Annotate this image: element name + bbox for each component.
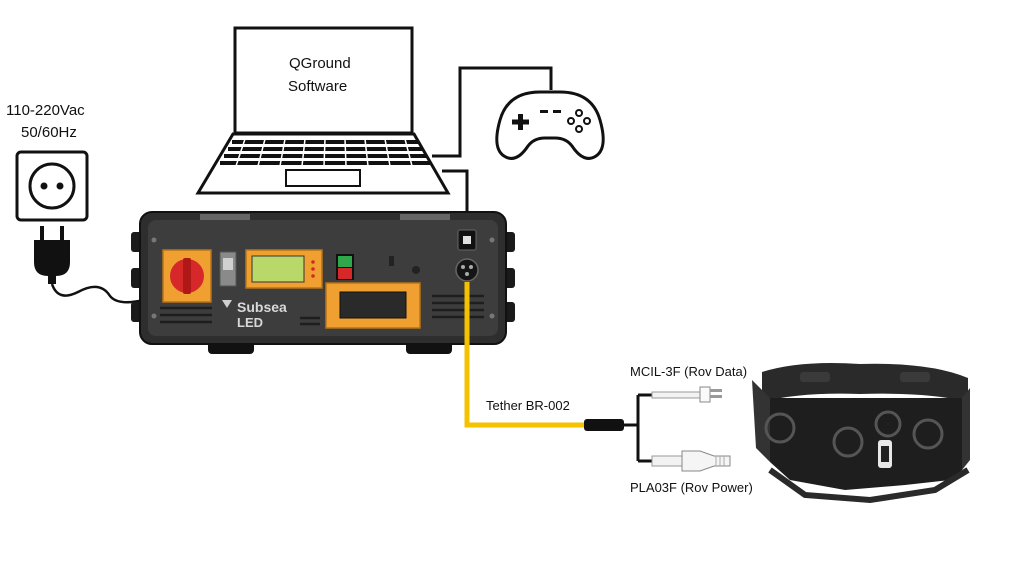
frequency-label: 50/60Hz xyxy=(21,124,77,141)
power-connector-icon xyxy=(651,450,731,472)
rov-icon xyxy=(752,363,970,504)
tether-splitter xyxy=(584,419,624,431)
main-switch xyxy=(162,249,212,303)
laptop-label-line1: QGround xyxy=(289,55,351,72)
brand-top: Subsea xyxy=(237,299,287,315)
laptop-icon xyxy=(195,26,451,195)
power-connector-label: PLA03F (Rov Power) xyxy=(630,480,753,495)
data-connector-icon xyxy=(651,386,722,403)
split-lines xyxy=(624,393,652,463)
usb-cable xyxy=(442,169,469,230)
tether-cable xyxy=(464,282,584,428)
gamepad-icon xyxy=(495,90,605,160)
tether-label: Tether BR-002 xyxy=(486,398,570,413)
data-connector-label: MCIL-3F (Rov Data) xyxy=(630,364,748,379)
gamepad-cable xyxy=(432,66,553,158)
voltage-label: 110-220Vac xyxy=(6,102,85,119)
brand-bottom: LED xyxy=(237,315,263,330)
power-plug-icon xyxy=(34,226,70,284)
laptop-label-line2: Software xyxy=(288,78,348,95)
wall-socket-icon xyxy=(15,150,89,222)
power-cord xyxy=(50,283,145,304)
control-box: Subsea LED xyxy=(131,211,515,354)
